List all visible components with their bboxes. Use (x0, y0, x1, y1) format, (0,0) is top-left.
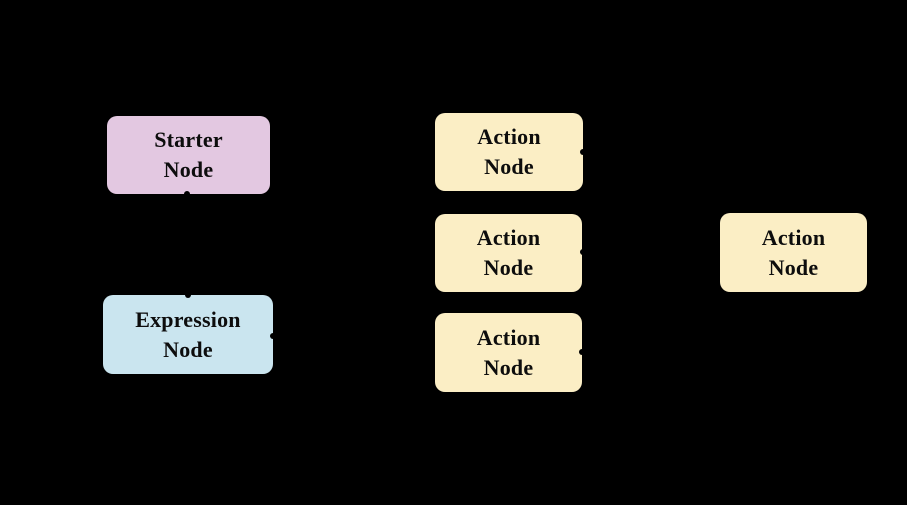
node-action-3-label: Action Node (476, 324, 541, 380)
arrowhead-dot-action-3-right (579, 349, 585, 355)
arrowhead-dot-starter-bottom (184, 191, 190, 197)
arrowhead-dot-action-2-right (580, 249, 586, 255)
arrowhead-dot-expression-right (270, 333, 276, 339)
node-action-1-label: Action Node (477, 124, 541, 179)
node-starter: Starter Node (107, 116, 270, 194)
arrowhead-dot-expression-top (185, 292, 191, 298)
node-action-3: Action Node (435, 313, 582, 392)
node-action-2-label: Action Node (476, 225, 541, 280)
node-expression-label: Expression Node (135, 306, 241, 362)
node-action-4: Action Node (720, 213, 867, 292)
node-action-1: Action Node (435, 113, 583, 191)
node-action-2: Action Node (435, 214, 582, 292)
node-expression: Expression Node (103, 295, 273, 374)
arrowhead-dot-action-1-right (580, 149, 586, 155)
node-action-4-label: Action Node (761, 224, 826, 280)
node-starter-label: Starter Node (154, 127, 223, 182)
